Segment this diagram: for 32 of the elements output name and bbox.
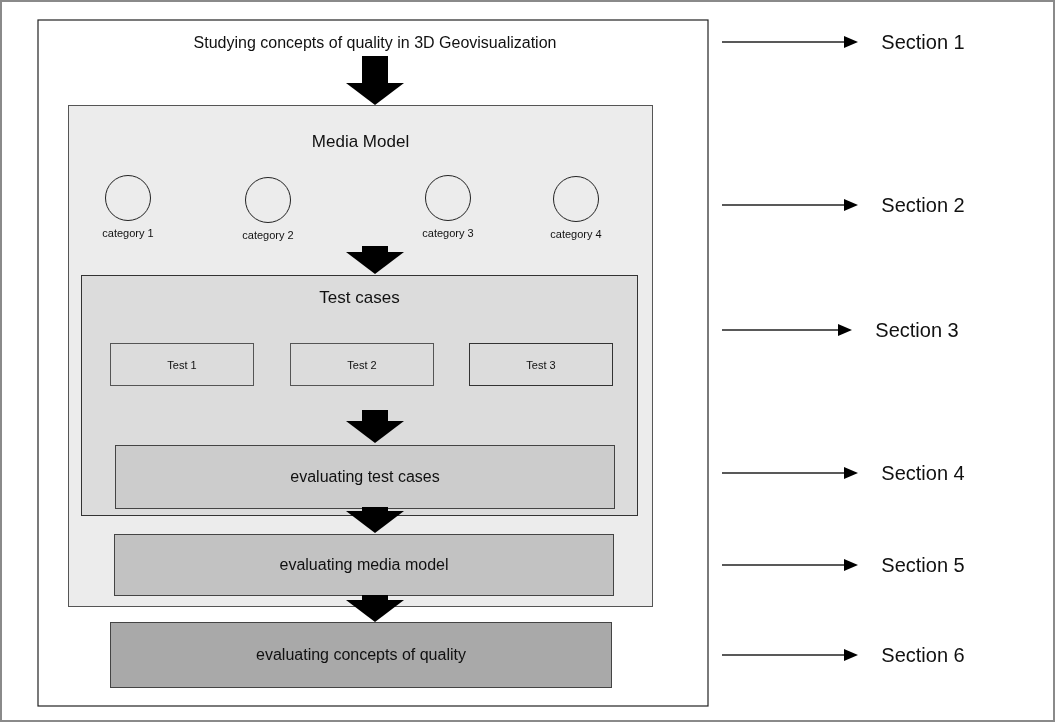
arrow (721, 324, 852, 336)
category-label: category 1 (101, 227, 155, 239)
section-label: Section 6 (858, 641, 988, 669)
group-heading: Test cases (318, 288, 401, 308)
arrow (721, 559, 858, 571)
arrow (721, 649, 858, 661)
process-box: evaluating media model (114, 534, 614, 596)
process-box: Test 1 (110, 343, 254, 386)
category-label: category 2 (241, 229, 295, 241)
title-text: Studying concepts of quality in 3D Geovisualization (60, 30, 690, 56)
block-arrow (346, 410, 404, 443)
section-label: Section 3 (852, 316, 982, 344)
block-arrow (346, 595, 404, 622)
block-arrow (346, 56, 404, 105)
process-box: evaluating concepts of quality (110, 622, 612, 688)
section-label: Section 2 (858, 191, 988, 219)
section-label: Section 4 (858, 459, 988, 487)
container-box (68, 105, 653, 607)
block-arrow (346, 246, 404, 274)
container-box (81, 275, 638, 516)
group-heading: Media Model (310, 132, 411, 152)
arrow (721, 36, 858, 48)
section-label: Section 1 (858, 28, 988, 56)
process-box: Test 2 (290, 343, 434, 386)
arrow (721, 199, 858, 211)
section-label: Section 5 (858, 551, 988, 579)
category-label: category 4 (549, 228, 603, 240)
block-arrow (346, 507, 404, 533)
process-box: evaluating test cases (115, 445, 615, 509)
process-box: Test 3 (469, 343, 613, 386)
arrow (721, 467, 858, 479)
category-label: category 3 (421, 227, 475, 239)
